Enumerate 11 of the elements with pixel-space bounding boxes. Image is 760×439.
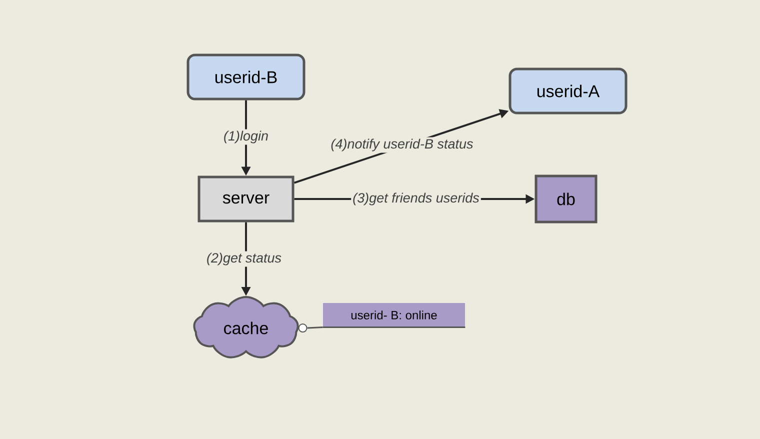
- database-box: db: [534, 174, 598, 224]
- edge-label: (3)get friends userids: [351, 191, 481, 207]
- edge-label: (4)notify userid-B status: [329, 137, 475, 153]
- user-box: userid-B: [186, 54, 306, 100]
- cache-cloud: cache: [193, 296, 299, 358]
- note-box: userid- B: online: [322, 303, 466, 328]
- server-box: server: [198, 176, 294, 222]
- edge-label: (2)get status: [204, 251, 284, 267]
- user-box: userid-A: [508, 68, 628, 114]
- edge-label: (1)login: [222, 129, 270, 145]
- arrow: [298, 324, 308, 332]
